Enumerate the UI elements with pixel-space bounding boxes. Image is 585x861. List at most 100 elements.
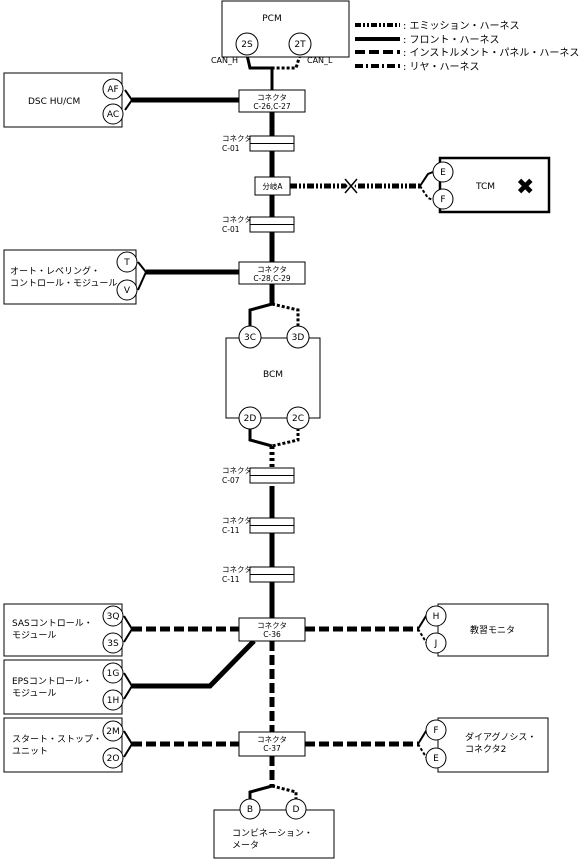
dsc-box [3, 72, 123, 128]
pcm-box [221, 0, 350, 58]
connector-c26-box [238, 89, 306, 113]
connector-c28-label-line1: コネクタ [257, 265, 287, 274]
startstop-box [3, 717, 123, 773]
pins [102, 32, 454, 820]
eps-pin-1g [102, 662, 124, 684]
sas-pin-3q-label: 3Q [107, 612, 120, 622]
wire-leveling-fork [137, 261, 148, 291]
module-labels: PCM CAN_H CAN_L DSC HU/CM TCM ✖ オート・レベリン… [10, 14, 536, 851]
wires [123, 54, 434, 800]
sas-pin-3s-label: 3S [107, 639, 119, 649]
meter-pin-d [285, 798, 307, 820]
legend-emission-label: : エミッション・ハーネス [403, 20, 520, 32]
leveling-pin-t-label: T [123, 258, 130, 268]
dsc-label: DSC HU/CM [28, 97, 80, 107]
sas-pin-3s [102, 632, 124, 654]
bcm-box [225, 337, 321, 419]
startstop-label-line2: ユニット [12, 747, 48, 757]
connector-c11b-label-line2: C-11 [222, 575, 240, 584]
sas-label-line2: モジュール [12, 631, 56, 641]
meter-pin-b-label: B [247, 805, 253, 815]
connector-c01b-label-line1: コネクタ [222, 215, 252, 224]
startstop-pin-2m [102, 720, 124, 742]
junction-a-label: 分岐A [262, 181, 283, 191]
startstop-pin-2o-label: 2O [107, 754, 120, 764]
leveling-pin-v [116, 279, 138, 301]
connector-c01a-label-line1: コネクタ [222, 134, 252, 143]
dlc-box [437, 717, 549, 773]
dlc-pin-f-label: F [433, 726, 438, 736]
connector-c37-label-line2: C-37 [263, 744, 281, 753]
bcm-pin-2d [238, 406, 262, 430]
bcm-pin-2c [286, 406, 310, 430]
sas-label-line1: SASコントロール・ [12, 619, 93, 629]
tcm-pin-f-label: F [440, 195, 445, 205]
eps-pin-1h-label: 1H [107, 696, 120, 706]
connector-c26-label-line1: コネクタ [257, 93, 287, 102]
startstop-pin-2o [102, 747, 124, 769]
pcm-pin-2s-label: 2S [241, 40, 253, 50]
connector-c11a-label-line1: コネクタ [222, 516, 252, 525]
meter-label-line2: メータ [232, 840, 259, 851]
tcm-label: TCM [475, 182, 495, 192]
pcm-can-l-label: CAN_L [307, 56, 333, 65]
meter-pin-b [239, 798, 261, 820]
wire-pcm-can-h [245, 54, 274, 90]
eps-pin-1g-label: 1G [107, 669, 120, 679]
connector-c36-label-line1: コネクタ [257, 621, 287, 630]
connector-c07-label-line1: コネクタ [222, 466, 252, 475]
wire-dsc-fork [124, 89, 134, 111]
junction-a-box [254, 176, 291, 196]
bcm-pin-3d [286, 325, 310, 349]
startstop-pin-2m-label: 2M [106, 727, 120, 737]
leveling-label-line1: オート・レベリング・ [10, 265, 100, 277]
wire-bcm-2c [271, 428, 300, 448]
connector-c37-label-line1: コネクタ [257, 735, 287, 744]
connector-c11a-label-line2: C-11 [222, 526, 240, 535]
open-circuit-x-icon [343, 177, 359, 195]
pcm-can-h-label: CAN_H [211, 56, 238, 65]
connector-c37-box [238, 731, 306, 757]
connector-boxes [238, 89, 306, 757]
eps-box [3, 659, 123, 715]
wire-meter-d [271, 784, 298, 800]
wire-bcm-2d [248, 428, 273, 448]
dlc-pin-f [425, 719, 447, 741]
monitor-pin-h-label: H [433, 612, 440, 622]
tcm-disabled-icon: ✖ [516, 175, 534, 200]
legend-rear-label: : リヤ・ハーネス [403, 61, 480, 73]
pcm-pin-2t-label: 2T [294, 40, 306, 50]
meter-label-line1: コンビネーション・ [232, 828, 313, 839]
connector-c26-label-line2: C-26,C-27 [253, 102, 291, 111]
wire-eps-fork [123, 672, 134, 700]
meter-pin-d-label: D [293, 805, 300, 815]
wire-startstop-fork [123, 730, 134, 758]
dlc-label-line1: ダイアグノシス・ [465, 731, 536, 743]
monitor-pin-h [425, 605, 447, 627]
connector-c07-label-line2: C-07 [222, 476, 240, 485]
dsc-pin-af-label: AF [107, 85, 118, 95]
bcm-pin-3c [238, 325, 262, 349]
modules [3, 0, 551, 859]
wire-tcm-fork-top [419, 171, 434, 187]
leveling-box [3, 249, 137, 305]
monitor-pin-j-label: J [434, 639, 438, 649]
pin-labels: 2S 2T AF AC E F T V 3C 3D 2D 2C 3Q 3S H … [106, 40, 446, 815]
tcm-box [438, 156, 551, 214]
monitor-label: 教習モニタ [470, 624, 515, 636]
sas-pin-3q [102, 605, 124, 627]
leveling-pin-t [116, 251, 138, 273]
connector-labels: コネクタ C-26,C-27 コネクタ C-01 分岐A コネクタ C-01 コ… [222, 93, 291, 753]
connector-c28-label-line2: C-28,C-29 [253, 274, 291, 283]
wire-tcm-fork-bottom [419, 185, 434, 201]
wire-bcm-3c [248, 302, 273, 327]
eps-label-line2: モジュール [12, 689, 56, 699]
legend-front-label: : フロント・ハーネス [403, 34, 500, 46]
bcm-pin-2c-label: 2C [292, 414, 304, 424]
eps-label-line1: EPSコントロール・ [12, 677, 92, 687]
bcm-label: BCM [263, 370, 283, 380]
connector-c36-box [238, 617, 306, 642]
legend: : エミッション・ハーネス : フロント・ハーネス : インストルメント・パネル… [355, 20, 579, 73]
connector-c01a-label-line2: C-01 [222, 144, 240, 153]
